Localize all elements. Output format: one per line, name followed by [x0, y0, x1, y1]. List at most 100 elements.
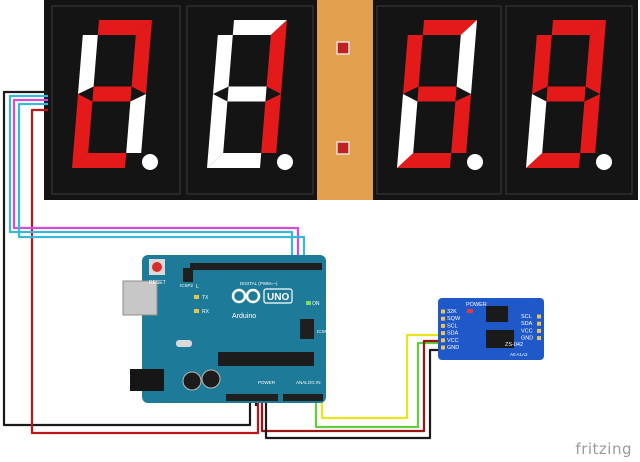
rtc-module-name: ZS-042: [505, 342, 523, 348]
decimal-point: [596, 154, 612, 170]
rtc-addr-label: A0 A1A2: [510, 352, 528, 357]
segment-f: [532, 35, 552, 94]
segment-e: [526, 94, 547, 168]
colon-button-bottom: [336, 141, 350, 155]
on-led: [306, 301, 311, 305]
wire-lime-sda: [314, 341, 444, 429]
segment-f: [78, 35, 98, 94]
analog-header: [283, 394, 323, 401]
segment-b: [266, 20, 287, 94]
rx-label: RX: [202, 309, 210, 315]
icsp-header: [300, 319, 314, 339]
uno-badge: [263, 288, 293, 304]
usb-connector: [122, 280, 158, 316]
rtc-right-pin-label: SCL: [521, 314, 532, 320]
digit-frame: [186, 5, 314, 195]
segment-g: [92, 86, 132, 102]
led-rx: [194, 309, 199, 313]
power-jack: [130, 369, 164, 391]
rtc-left-pin-label: GND: [447, 345, 459, 351]
wire-darkred-vcc: [260, 339, 444, 433]
segment-a: [422, 20, 477, 35]
segment-d: [397, 153, 452, 168]
segment-e: [207, 94, 228, 168]
segment-f: [213, 35, 233, 94]
arduino-logo-text: Arduino: [232, 313, 256, 320]
fritzing-watermark: fritzing: [575, 440, 632, 458]
rtc-pin: [537, 314, 541, 319]
rtc-left-pin-label: 32K: [447, 309, 457, 315]
wire-magenta: [12, 98, 300, 262]
rtc-pin: [441, 338, 445, 343]
segment-a: [232, 20, 287, 35]
digit-frame: [376, 5, 502, 195]
digit-2: [186, 5, 314, 195]
segment-c: [261, 94, 281, 153]
rtc-pin: [441, 331, 445, 336]
digit-1: [51, 5, 181, 195]
icsp-label: ICSP: [317, 329, 328, 334]
rtc-left-pin-label: SQW: [447, 316, 461, 322]
rtc-pin: [537, 336, 541, 341]
rtc-left-pin-label: SDA: [447, 331, 459, 337]
arduino-logo: [231, 288, 261, 304]
rtc-led: [467, 309, 473, 313]
seven-segment-display: [44, 0, 638, 200]
wire-cyan-2: [17, 102, 306, 262]
icsp2-header: [183, 268, 193, 282]
rtc-right-pin-label: SDA: [521, 321, 533, 327]
segment-g: [417, 86, 457, 102]
crystal: [176, 340, 192, 347]
rtc-right-pin-label: VCC: [521, 328, 533, 334]
arduino-uno: RESET DIGITAL (PWM=~) ICSP2 TX RX L Ardu…: [122, 255, 328, 403]
rtc-pin: [441, 345, 445, 350]
wires: [2, 90, 444, 440]
analog-label: ANALOG IN: [296, 380, 321, 385]
capacitor-1: [182, 371, 202, 391]
segment-c: [126, 94, 146, 153]
rtc-board: [438, 298, 544, 360]
wire-yellow-scl: [320, 333, 444, 420]
rtc-power-label: POWER: [466, 302, 487, 308]
segment-d: [526, 153, 581, 168]
wire-black-display-gnd: [2, 90, 252, 427]
power-header: [226, 394, 278, 401]
segment-e: [72, 94, 93, 168]
digit-3: [376, 5, 502, 195]
rtc-pin: [441, 309, 445, 314]
reset-label: RESET: [149, 280, 166, 286]
rtc-module: POWER ZS-042 A0 A1A2 32KSQWSCLSDAVCCGND …: [438, 298, 544, 360]
power-label: POWER: [258, 380, 276, 385]
colon-strip: [317, 0, 373, 200]
decimal-point: [142, 154, 158, 170]
colon-button-top: [336, 41, 350, 55]
digit-frame: [505, 5, 633, 195]
segment-c: [580, 94, 600, 153]
rtc-left-pin-label: SCL: [447, 323, 458, 329]
rtc-chip-eeprom: [486, 306, 508, 322]
digital-header: [190, 263, 322, 270]
segment-f: [403, 35, 423, 94]
segment-e: [397, 94, 418, 168]
wire-cyan-1: [8, 94, 294, 262]
segment-c: [451, 94, 471, 153]
rtc-pin: [537, 328, 541, 333]
segment-b: [131, 20, 152, 94]
segment-g: [546, 86, 586, 102]
wire-red-display-vcc: [30, 108, 260, 435]
led-tx: [194, 295, 199, 299]
segment-d: [72, 153, 127, 168]
segment-b: [456, 20, 477, 94]
segment-g: [227, 86, 267, 102]
rtc-right-pin-label: GND: [521, 336, 533, 342]
digit-4: [505, 5, 633, 195]
reset-button: [152, 262, 162, 272]
segment-b: [585, 20, 606, 94]
rtc-pin: [441, 316, 445, 321]
digital-label: DIGITAL (PWM=~): [240, 281, 278, 286]
tx-label: TX: [202, 295, 209, 301]
decimal-point: [467, 154, 483, 170]
on-label: ON: [312, 301, 320, 307]
rtc-chip-main: [486, 330, 514, 348]
microcontroller-chip: [218, 352, 314, 366]
